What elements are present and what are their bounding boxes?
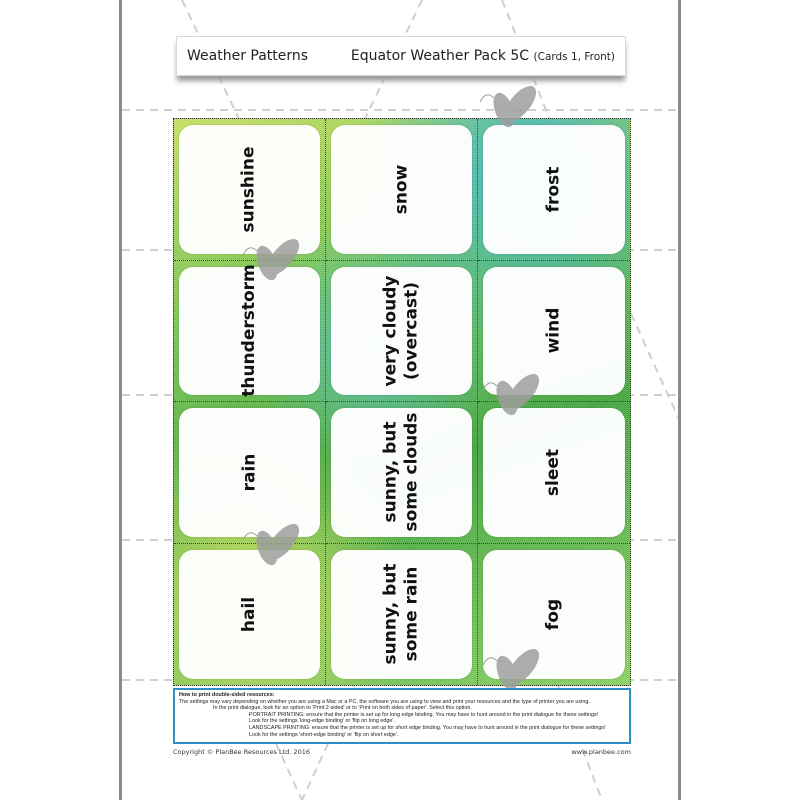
weather-card: sleet [483,408,625,537]
weather-card: thunderstorm [179,264,320,398]
print-instructions-line: Look for the settings 'short-edge bindin… [249,731,399,738]
print-instructions-line: Look for the settings 'long-edge binding… [249,718,395,725]
weather-card: wind [483,266,625,395]
card-cell: snow [326,119,478,261]
pack-name: Equator Weather Pack 5C [350,48,530,64]
weather-card: sunshine [179,125,320,254]
copyright-text: Copyright © PlanBee Resources Ltd. 2016 [173,748,310,756]
print-instructions-box: How to print double-sided resources: The… [173,688,631,744]
card-cell: sunshine [174,119,326,261]
card-label: fog [543,598,564,630]
page-header: Weather Patterns Equator Weather Pack 5C… [176,36,626,76]
weather-card: sunny, but some rain [331,549,472,679]
weather-card: snow [331,125,472,254]
card-cell: sunny, but some rain [326,543,478,685]
pack-title: Equator Weather Pack 5C (Cards 1, Front) [351,48,615,64]
card-cell: wind [478,261,630,402]
card-label: rain [238,453,259,492]
card-cell: fog [478,544,630,686]
card-label: snow [390,164,411,215]
card-label: sunshine [238,146,259,233]
print-instructions-line: The settings may vary depending on wheth… [179,698,590,705]
page-footer: Copyright © PlanBee Resources Ltd. 2016 … [173,748,631,756]
worksheet-page: Weather Patterns Equator Weather Pack 5C… [119,0,681,800]
print-instructions-line: LANDSCAPE PRINTING: ensure that the prin… [249,724,606,731]
topic-title: Weather Patterns [187,48,309,64]
weather-card: very cloudy (overcast) [331,266,472,395]
card-cell: rain [174,402,326,544]
weather-card: frost [483,125,625,254]
weather-card: sunny, but some clouds [331,408,472,537]
card-cell: thunderstorm [174,260,326,402]
print-instructions-line: In the print dialogue, look for an optio… [213,705,472,712]
card-label: frost [543,166,564,213]
card-grid: sunshine snow frost thunderstorm very cl… [174,119,630,685]
card-label: sunny, but some clouds [380,412,422,532]
card-label: hail [238,596,259,632]
card-label: sleet [543,448,564,496]
website-link[interactable]: www.planbee.com [571,748,631,756]
card-label: wind [543,307,564,354]
weather-card: fog [483,549,625,679]
card-sheet: sunshine snow frost thunderstorm very cl… [173,118,631,686]
card-label: very cloudy (overcast) [380,275,422,387]
pack-subtitle: (Cards 1, Front) [533,51,615,63]
card-cell: sleet [478,402,630,544]
card-cell: very cloudy (overcast) [326,260,478,402]
card-label: thunderstorm [238,264,259,398]
weather-card: hail [179,549,320,679]
print-instructions-line: PORTRAIT PRINTING: ensure that the print… [249,711,599,718]
weather-card: rain [179,408,320,537]
card-label: sunny, but some rain [380,563,422,665]
card-cell: frost [478,119,630,261]
card-cell: sunny, but some clouds [326,402,478,544]
print-instructions-title: How to print double-sided resources: [179,692,275,698]
card-cell: hail [174,543,326,685]
